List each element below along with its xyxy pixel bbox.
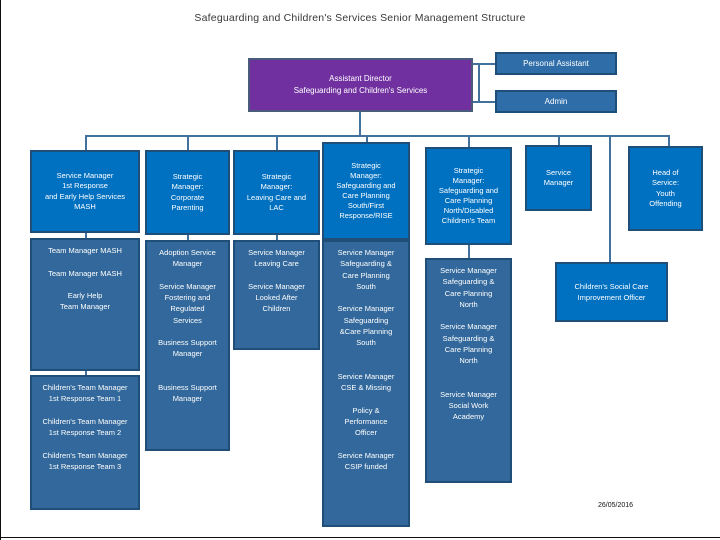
connector-line xyxy=(609,135,611,262)
node-assistant-director: Assistant Director Safeguarding and Chil… xyxy=(248,58,473,112)
connector-line xyxy=(478,63,480,103)
node-admin: Admin xyxy=(495,90,617,113)
slide-left-edge xyxy=(0,0,1,540)
node-label: Strategic Manager: Leaving Care and LAC xyxy=(246,172,307,212)
node-label: Admin xyxy=(544,96,568,106)
node-label: Service Manager Leaving Care Service Man… xyxy=(248,248,305,314)
node-strategic-manager-leaving-care: Strategic Manager: Leaving Care and LAC xyxy=(233,150,320,235)
node-label: Assistant Director Safeguarding and Chil… xyxy=(293,74,428,95)
node-label: Service Manager Safeguarding & Care Plan… xyxy=(440,266,497,422)
connector-line xyxy=(276,135,278,150)
node-label: Strategic Manager: Safeguarding and Care… xyxy=(336,160,396,221)
connector-line xyxy=(187,235,189,241)
connector-line xyxy=(468,245,470,259)
node-strategic-manager-safeguarding-north: Strategic Manager: Safeguarding and Care… xyxy=(425,147,512,245)
node-label: Personal Assistant xyxy=(523,58,589,68)
connector-line xyxy=(85,371,87,376)
node-service-manager: Service Manager xyxy=(525,145,592,211)
node-label: Strategic Manager: Corporate Parenting xyxy=(170,172,205,212)
node-adoption-and-business-support: Adoption Service Manager Service Manager… xyxy=(145,240,230,451)
connector-line xyxy=(85,135,670,137)
connector-line xyxy=(366,135,368,142)
node-team-managers-mash: Team Manager MASH Team Manager MASH Earl… xyxy=(30,238,140,371)
connector-line xyxy=(276,235,278,241)
node-label: Children's Social Care Improvement Offic… xyxy=(574,281,649,302)
connector-line xyxy=(668,135,670,146)
node-label: Service Manager 1st Response and Early H… xyxy=(44,171,126,211)
connector-line xyxy=(473,63,495,65)
node-head-of-service-youth-offending: Head of Service: Youth Offending xyxy=(628,146,703,231)
node-label: Service Manager xyxy=(543,167,574,187)
node-leaving-care-service-managers: Service Manager Leaving Care Service Man… xyxy=(233,240,320,350)
date-label: 26/05/2016 xyxy=(598,502,634,509)
node-childrens-team-managers: Children's Team Manager 1st Response Tea… xyxy=(30,375,140,510)
node-label: Team Manager MASH Team Manager MASH Earl… xyxy=(48,246,122,312)
node-label: Adoption Service Manager Service Manager… xyxy=(158,248,217,404)
connector-line xyxy=(359,112,361,135)
node-safeguarding-south-service-managers: Service Manager Safeguarding & Care Plan… xyxy=(322,240,410,527)
node-safeguarding-north-service-managers: Service Manager Safeguarding & Care Plan… xyxy=(425,258,512,483)
node-strategic-manager-safeguarding-south: Strategic Manager: Safeguarding and Care… xyxy=(322,142,410,240)
node-label: Head of Service: Youth Offending xyxy=(649,168,682,208)
connector-line xyxy=(85,135,87,150)
node-personal-assistant: Personal Assistant xyxy=(495,52,617,75)
connector-line xyxy=(187,135,189,150)
node-label: Strategic Manager: Safeguarding and Care… xyxy=(438,165,499,226)
connector-line xyxy=(473,101,495,103)
node-strategic-manager-corporate-parenting: Strategic Manager: Corporate Parenting xyxy=(145,150,230,235)
node-childrens-social-care-improvement-officer: Children's Social Care Improvement Offic… xyxy=(555,262,668,322)
page-title: Safeguarding and Children's Services Sen… xyxy=(194,12,526,24)
node-service-manager-1st-response: Service Manager 1st Response and Early H… xyxy=(30,150,140,233)
node-label: Children's Team Manager 1st Response Tea… xyxy=(42,383,128,471)
slide-bottom-edge xyxy=(0,537,720,538)
node-label: Service Manager Safeguarding & Care Plan… xyxy=(337,248,395,471)
connector-line xyxy=(558,135,560,145)
connector-line xyxy=(468,135,470,147)
connector-line xyxy=(85,233,87,239)
